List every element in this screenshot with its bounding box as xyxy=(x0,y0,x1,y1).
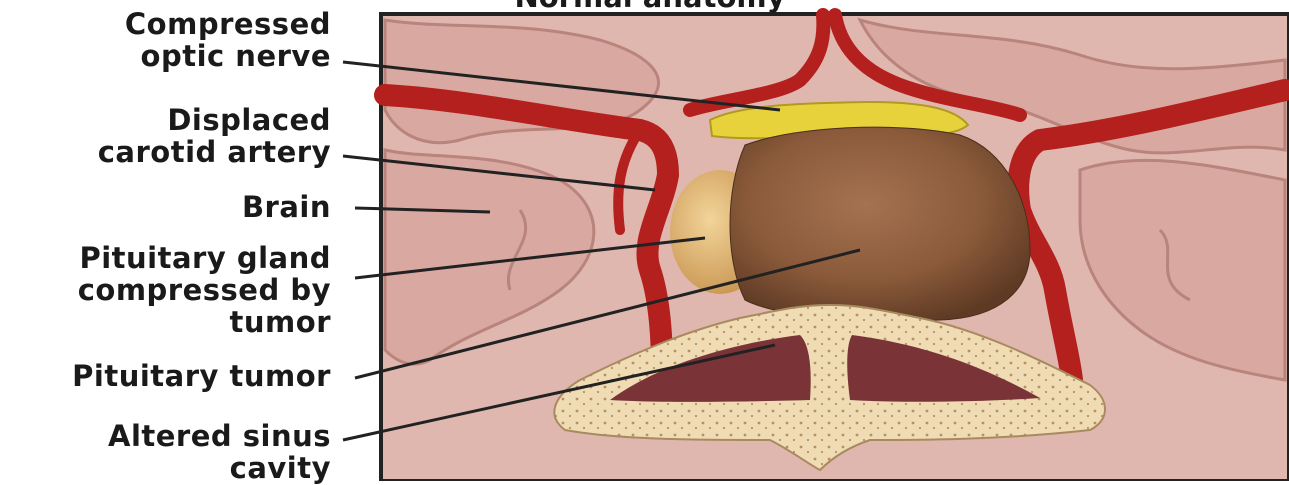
label-line: Displaced xyxy=(98,104,331,136)
label-line: Pituitary tumor xyxy=(72,360,331,392)
label-line: Brain xyxy=(242,191,331,223)
label-pituitary-tumor: Pituitary tumor xyxy=(72,360,331,392)
label-line: tumor xyxy=(78,306,331,338)
label-line: optic nerve xyxy=(125,40,331,72)
label-line: Pituitary gland xyxy=(78,242,331,274)
label-optic-nerve: Compressed optic nerve xyxy=(125,8,331,72)
label-line: compressed by xyxy=(78,274,331,306)
label-line: carotid artery xyxy=(98,136,331,168)
label-line: cavity xyxy=(108,452,331,484)
label-sinus: Altered sinus cavity xyxy=(108,420,331,484)
label-line: Compressed xyxy=(125,8,331,40)
label-line: Altered sinus xyxy=(108,420,331,452)
label-brain: Brain xyxy=(242,191,331,223)
pituitary-tumor xyxy=(730,127,1030,320)
label-pituitary-gland: Pituitary gland compressed by tumor xyxy=(78,242,331,338)
label-carotid: Displaced carotid artery xyxy=(98,104,331,168)
